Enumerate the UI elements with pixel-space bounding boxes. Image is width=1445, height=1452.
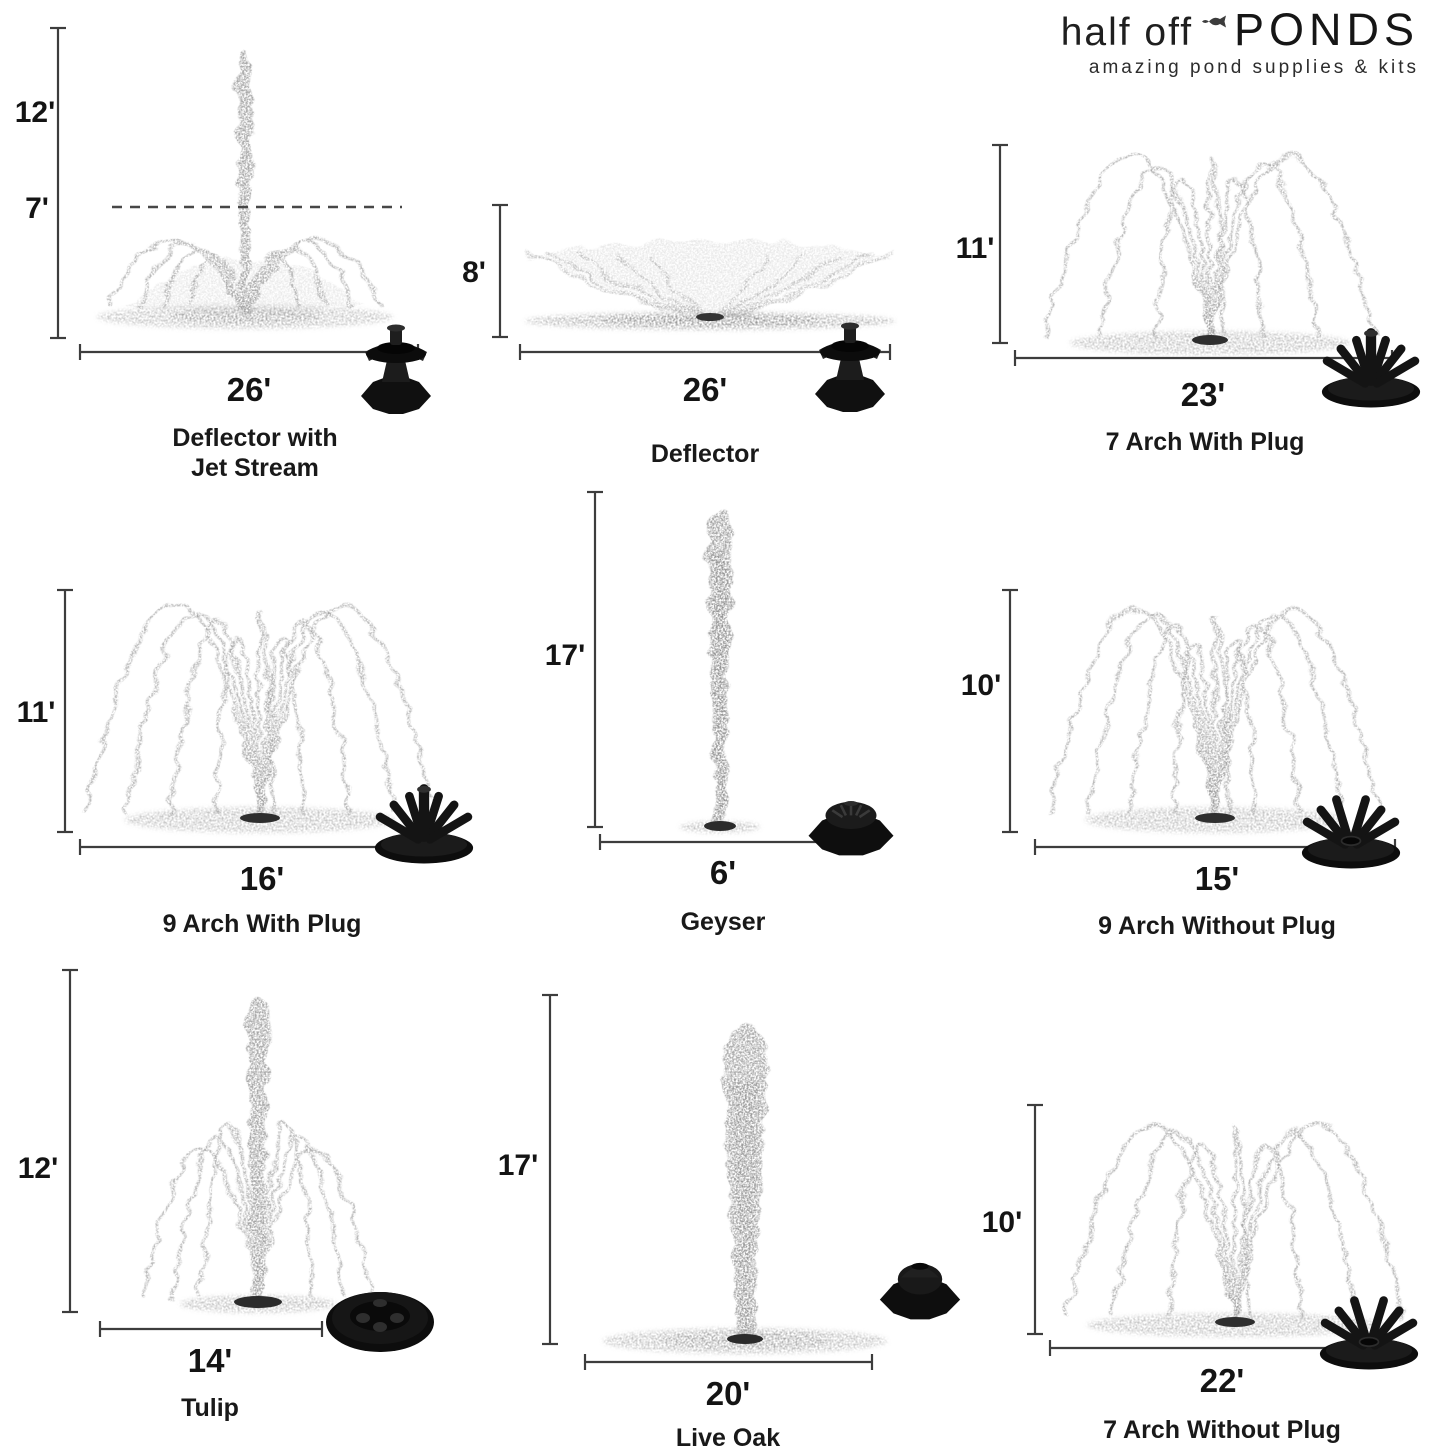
height-dimension-line xyxy=(492,203,508,339)
width-label: 14' xyxy=(188,1342,233,1379)
panel-deflector: 8' 26' Deflector xyxy=(450,10,955,480)
geyser-nozzle-image xyxy=(807,799,895,857)
brand-name-bold: PONDS xyxy=(1233,4,1419,55)
width-label: 20' xyxy=(706,1375,751,1412)
width-label: 23' xyxy=(1181,376,1226,413)
spray-geyser xyxy=(680,510,760,833)
width-label: 16' xyxy=(240,860,285,897)
figure-tulip: 12' 14' Tulip xyxy=(18,968,434,1422)
panel-tulip: 12' 14' Tulip xyxy=(10,950,480,1452)
tulip-nozzle-image xyxy=(326,1292,434,1352)
width-label: 26' xyxy=(227,371,272,408)
panel-geyser: 17' 6' Geyser xyxy=(480,480,960,950)
brand-logo: half off PONDS amazing pond supplies & k… xyxy=(1061,6,1419,79)
nozzle-dot xyxy=(727,1334,763,1344)
nozzle-dot xyxy=(696,313,724,321)
height-label: 11' xyxy=(17,696,56,729)
pattern-caption: Live Oak xyxy=(676,1424,780,1452)
brand-name-light: half off xyxy=(1060,11,1194,54)
height-dimension-line xyxy=(1027,1103,1043,1336)
arch-nozzle-with-plug-image xyxy=(375,786,473,864)
spray-7-arch xyxy=(1063,1123,1407,1337)
width-label: 26' xyxy=(683,371,728,408)
spray-9-arch xyxy=(83,603,437,833)
pattern-caption: Deflector with xyxy=(172,424,337,452)
panel-7-arch-with-plug: 11' 23' 7 Arch With Plug xyxy=(955,10,1445,480)
height-label: 12' xyxy=(15,96,56,129)
panel-9-arch-with-plug: 11' 16' 9 Arch With Plug xyxy=(10,480,480,950)
height-dimension-line xyxy=(587,490,603,829)
arch-nozzle-without-plug-image xyxy=(1302,800,1400,869)
height-label: 8' xyxy=(462,256,486,289)
brand-tagline: amazing pond supplies & kits xyxy=(1088,56,1419,78)
width-label: 6' xyxy=(710,854,736,891)
height-label: 10' xyxy=(982,1206,1023,1239)
spray-live-oak xyxy=(603,1025,887,1354)
figure-9-arch-with-plug: 11' 16' 9 Arch With Plug xyxy=(17,588,480,938)
pattern-caption: Deflector xyxy=(651,440,760,468)
pattern-caption: 9 Arch With Plug xyxy=(163,910,362,938)
nozzle-dot xyxy=(1195,813,1235,823)
panel-live-oak: 17' 20' Live Oak xyxy=(480,950,980,1452)
height-label-secondary: 7' xyxy=(25,192,49,225)
height-dimension-line xyxy=(62,968,78,1314)
height-dimension-line xyxy=(542,993,558,1346)
figure-9-arch-without-plug: 10' 15' 9 Arch Without Plug xyxy=(961,588,1445,940)
width-label: 15' xyxy=(1195,860,1240,897)
nozzle-dot xyxy=(240,813,280,823)
pattern-caption: Geyser xyxy=(681,908,766,936)
deflector-nozzle-image xyxy=(815,322,885,412)
panel-7-arch-without-plug: 10' 22' 7 Arch Without Plug xyxy=(960,950,1445,1452)
height-label: 12' xyxy=(18,1152,59,1185)
figure-deflector-with-jet-stream: 12' 7' 26' Deflector with Jet Stream xyxy=(15,26,431,480)
spray-deflector xyxy=(524,239,896,330)
width-dimension-line xyxy=(583,1354,874,1370)
pattern-caption-line2: Jet Stream xyxy=(191,454,319,480)
height-dimension-line xyxy=(1002,588,1018,834)
nozzle-dot xyxy=(1192,335,1228,345)
figure-deflector: 8' 26' Deflector xyxy=(462,203,896,468)
pattern-caption: Tulip xyxy=(181,1394,239,1422)
height-dimension-line xyxy=(992,143,1008,345)
nozzle-dot xyxy=(704,821,736,831)
height-dimension-line xyxy=(57,588,73,834)
height-label: 10' xyxy=(961,669,1002,702)
figure-geyser: 17' 6' Geyser xyxy=(545,490,895,936)
nozzle-dot xyxy=(234,1296,282,1308)
deflector-nozzle-image xyxy=(361,324,431,414)
spray-7-arch xyxy=(1043,153,1377,355)
live-oak-nozzle-image xyxy=(879,1262,961,1320)
spray-deflector-jet xyxy=(97,54,393,329)
pattern-caption: 9 Arch Without Plug xyxy=(1098,912,1336,940)
figure-7-arch-without-plug: 10' 22' 7 Arch Without Plug xyxy=(982,1103,1445,1444)
fish-icon xyxy=(1200,14,1228,34)
nozzle-dot xyxy=(1215,1317,1255,1327)
spray-tulip xyxy=(141,996,375,1313)
height-dimension-line xyxy=(50,26,66,340)
height-label: 17' xyxy=(498,1149,539,1182)
figure-7-arch-with-plug: 11' 23' 7 Arch With Plug xyxy=(956,143,1445,456)
pattern-caption: 7 Arch Without Plug xyxy=(1103,1416,1341,1444)
arch-nozzle-without-plug-image xyxy=(1320,1301,1418,1370)
spray-9-arch xyxy=(1048,606,1382,833)
panel-9-arch-without-plug: 10' 15' 9 Arch Without Plug xyxy=(955,480,1445,950)
panel-deflector-with-jet-stream: 12' 7' 26' Deflector with Jet Stream xyxy=(10,10,480,480)
figure-live-oak: 17' 20' Live Oak xyxy=(498,993,961,1452)
width-dimension-line xyxy=(98,1321,324,1337)
width-label: 22' xyxy=(1200,1362,1245,1399)
height-label: 11' xyxy=(956,232,995,265)
pattern-caption: 7 Arch With Plug xyxy=(1106,428,1305,456)
height-label: 17' xyxy=(545,639,586,672)
